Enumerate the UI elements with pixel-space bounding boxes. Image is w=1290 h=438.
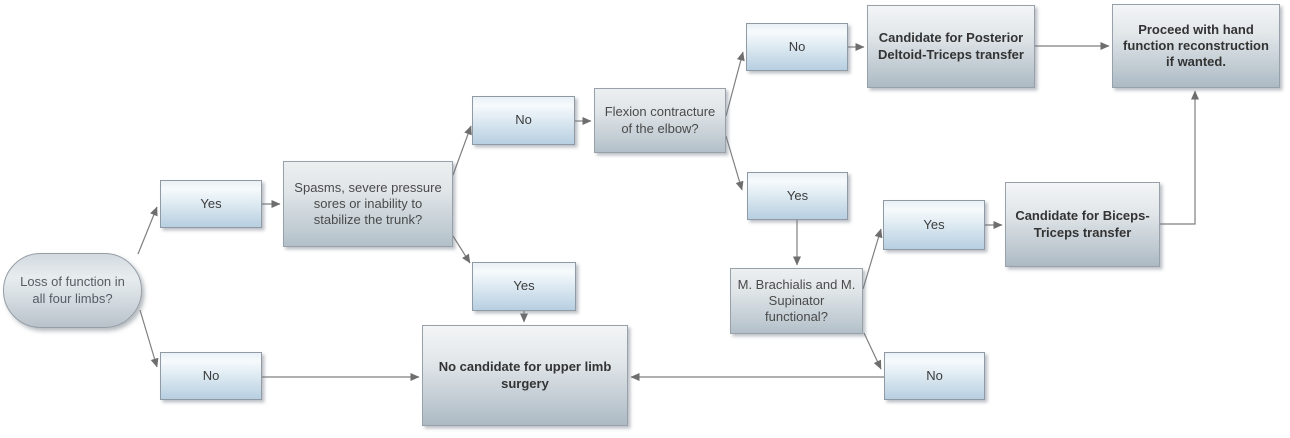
decision-yes-spasms: Yes: [160, 180, 262, 228]
decision-yes-brachialis: Yes: [883, 200, 985, 250]
question-spasms-label: Spasms, severe pressure sores or inabili…: [294, 179, 442, 228]
outcome-biceps-triceps-label: Candidate for Biceps-Triceps transfer: [1015, 208, 1150, 240]
outcome-no-candidate-label: No candidate for upper limb surgery: [438, 359, 612, 391]
decision-yes-flexion-label: Yes: [786, 187, 809, 203]
loss-of-function-terminal-label: Loss of function in all four limbs?: [20, 274, 125, 306]
loss-of-function-terminal: Loss of function in all four limbs?: [3, 253, 142, 328]
question-brachialis: M. Brachialis and M. Supinator functiona…: [730, 268, 863, 334]
connector-question-brachialis-to-decision-no-brachialis: [863, 332, 882, 370]
decision-yes-spasms-present: Yes: [472, 262, 576, 311]
connector-question-brachialis-to-decision-yes-brachialis: [862, 228, 883, 290]
decision-no-spasms-label: No: [515, 112, 532, 128]
outcome-proceed-hand-label: Proceed with hand function reconstructio…: [1123, 21, 1269, 70]
connector-question-flexion-to-decision-yes-flexion: [725, 135, 744, 191]
question-spasms: Spasms, severe pressure sores or inabili…: [283, 161, 453, 247]
decision-no-spasms: No: [472, 96, 575, 145]
outcome-proceed-hand: Proceed with hand function reconstructio…: [1112, 4, 1280, 88]
question-flexion: Flexion contracture of the elbow?: [594, 88, 726, 153]
outcome-no-candidate: No candidate for upper limb surgery: [422, 325, 628, 426]
decision-no-limbs: No: [160, 352, 262, 400]
decision-no-brachialis: No: [884, 352, 985, 400]
decision-no-brachialis-label: No: [926, 367, 943, 383]
connector-outcome-biceps-triceps-to-outcome-proceed-hand: [1160, 90, 1199, 225]
connector-question-spasms-to-decision-no-spasms: [452, 125, 472, 176]
outcome-posterior-deltoid: Candidate for Posterior Deltoid-Triceps …: [867, 5, 1035, 88]
question-flexion-label: Flexion contracture of the elbow?: [604, 104, 716, 136]
decision-yes-spasms-label: Yes: [200, 195, 222, 211]
question-brachialis-label: M. Brachialis and M. Supinator functiona…: [737, 276, 856, 325]
decision-yes-brachialis-label: Yes: [923, 216, 945, 232]
connector-loss-of-function-terminal-to-decision-no-limbs: [139, 309, 159, 368]
decision-no-flexion-label: No: [788, 38, 806, 54]
outcome-biceps-triceps: Candidate for Biceps-Triceps transfer: [1005, 182, 1160, 267]
decision-yes-flexion: Yes: [747, 172, 848, 220]
connector-loss-of-function-terminal-to-decision-yes-spasms: [137, 206, 158, 255]
outcome-posterior-deltoid-label: Candidate for Posterior Deltoid-Triceps …: [878, 30, 1024, 62]
decision-no-flexion: No: [746, 23, 848, 71]
decision-no-limbs-label: No: [202, 367, 220, 383]
connector-question-flexion-to-decision-no-flexion: [725, 51, 745, 117]
connector-question-spasms-to-decision-yes-spasms-present: [452, 235, 471, 264]
decision-yes-spasms-present-label: Yes: [513, 278, 535, 294]
